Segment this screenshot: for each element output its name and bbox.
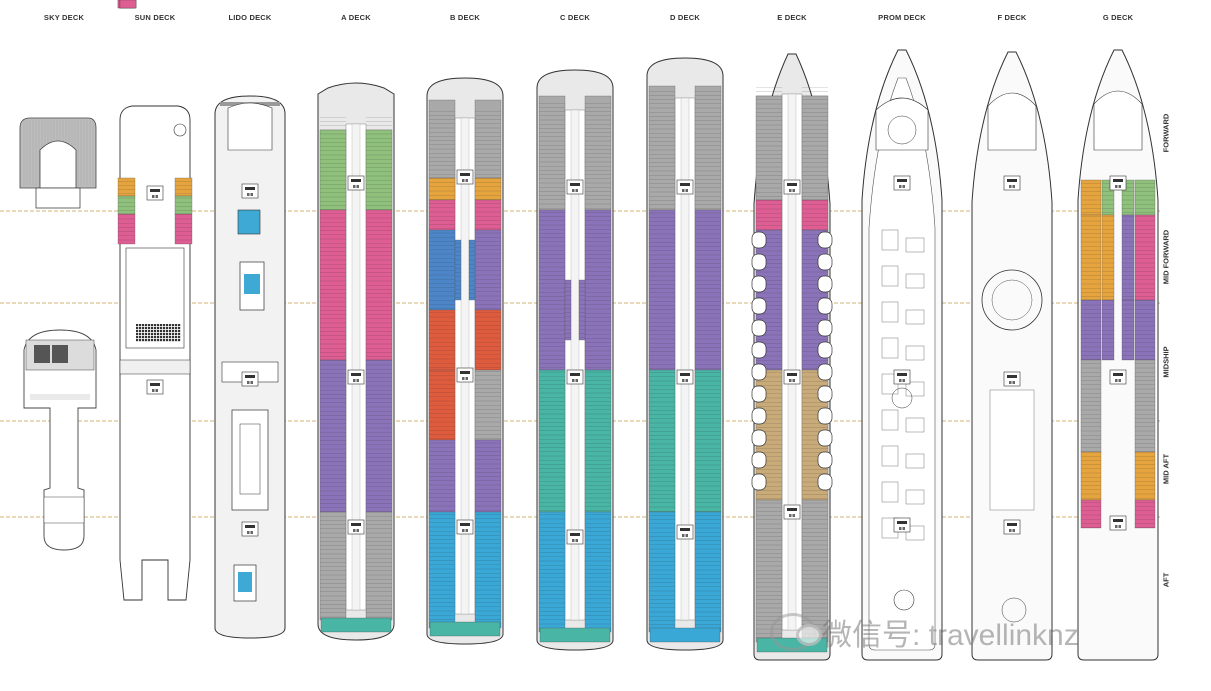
sky-deck-plan — [19, 117, 97, 551]
sun-deck-plan — [117, 0, 193, 601]
zone-label-mid-forward: MID FORWARD — [1161, 229, 1171, 285]
deck-label-c: C DECK — [560, 13, 590, 22]
zone-label-mid-aft: MID AFT — [1161, 453, 1171, 485]
e-deck-plan-starboard-cabins — [802, 87, 828, 638]
deck-label-prom: PROM DECK — [878, 13, 926, 22]
zone-label-forward: FORWARD — [1161, 113, 1171, 153]
watermark: 微信号: travellinknz — [770, 606, 1079, 658]
a-deck-plan — [317, 82, 395, 641]
zone-label-midship: MIDSHIP — [1161, 346, 1171, 378]
a-deck-plan-starboard-cabins — [366, 117, 392, 618]
g-deck-port-cabins — [1081, 183, 1101, 528]
zone-label-aft: AFT — [1161, 572, 1171, 588]
d-deck-plan-port-cabins — [649, 91, 675, 629]
lido-deck-plan — [214, 95, 286, 639]
b-deck-plan-starboard-cabins — [475, 111, 501, 624]
prom-deck-plan — [861, 49, 943, 661]
wechat-icon — [770, 613, 822, 651]
c-deck-plan-inner-cabins — [565, 283, 571, 338]
g-deck-starboard-cabins — [1135, 183, 1155, 528]
e-deck-plan — [753, 53, 831, 661]
deck-label-sun: SUN DECK — [134, 13, 176, 22]
sun-deck-cabins-port — [118, 181, 135, 241]
deck-label-lido: LIDO DECK — [228, 13, 272, 22]
deck-label-b: B DECK — [450, 13, 480, 22]
deck-label-a: A DECK — [341, 13, 371, 22]
c-deck-plan-inner-cabins-2 — [579, 283, 585, 338]
c-deck-plan-starboard-cabins — [585, 103, 611, 629]
b-deck-plan-inner-cabins-2 — [469, 243, 475, 298]
g-deck-plan — [1077, 49, 1159, 661]
deck-label-e: E DECK — [777, 13, 807, 22]
deck-label-g: G DECK — [1102, 13, 1134, 22]
watermark-text: 微信号: travellinknz — [822, 619, 1079, 652]
c-deck-plan — [536, 69, 614, 651]
deck-label-d: D DECK — [670, 13, 700, 22]
b-deck-plan-port-cabins — [429, 111, 455, 624]
sun-deck-cabins-starboard — [175, 181, 192, 241]
e-deck-lifeboats — [751, 231, 833, 491]
g-deck-inner-cabins — [1102, 183, 1114, 360]
a-deck-plan-port-cabins — [320, 117, 346, 618]
d-deck-plan — [646, 57, 724, 651]
g-deck-inner-cabins-2 — [1122, 183, 1134, 360]
deck-label-sky: SKY DECK — [43, 13, 85, 22]
b-deck-plan-inner-cabins — [455, 243, 461, 298]
d-deck-plan-starboard-cabins — [695, 91, 721, 629]
deck-label-f: F DECK — [997, 13, 1027, 22]
f-deck-plan — [971, 51, 1053, 661]
b-deck-plan — [426, 77, 504, 645]
